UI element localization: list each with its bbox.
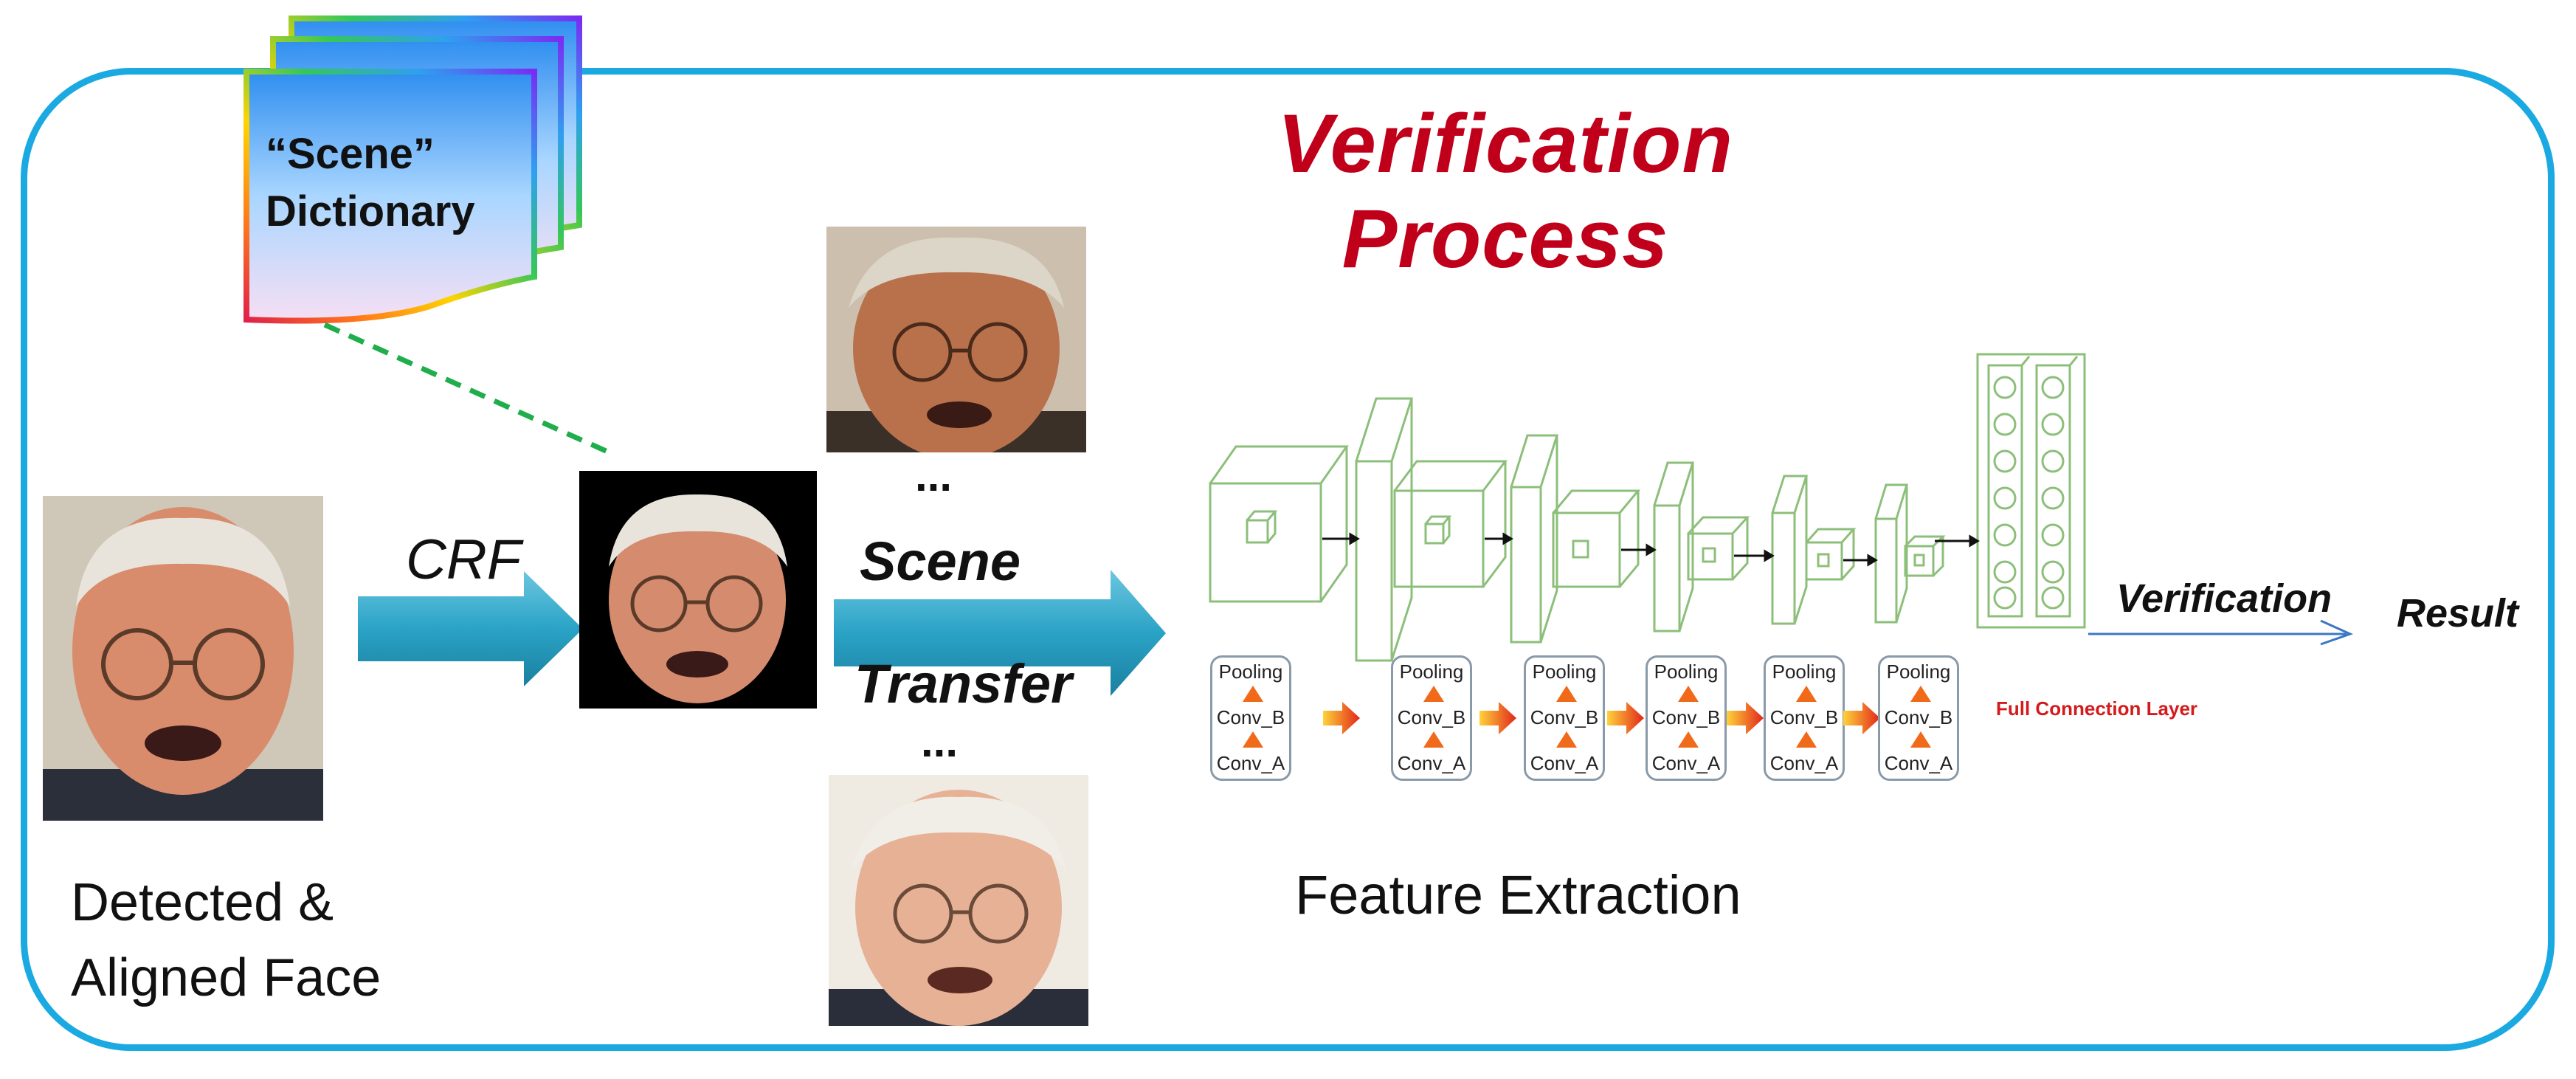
feature-slab-4 xyxy=(1771,475,1809,625)
conv-a-label: Conv_A xyxy=(1397,752,1466,774)
up-arrow-icon xyxy=(1678,731,1699,748)
conv-a-label: Conv_A xyxy=(1216,752,1285,774)
diagram-title: Verification Process xyxy=(1277,97,1733,285)
conv-b-label: Conv_B xyxy=(1651,706,1721,728)
up-arrow-icon xyxy=(1556,686,1577,702)
ellipsis-top: ... xyxy=(915,451,953,500)
detected-face-label-line2: Aligned Face xyxy=(71,948,381,1007)
feature-extraction-label: Feature Extraction xyxy=(1295,864,1741,925)
pooling-label: Pooling xyxy=(1399,661,1464,683)
up-arrow-icon xyxy=(1910,686,1931,702)
feature-slab-5 xyxy=(1874,483,1909,624)
dictionary-link-line xyxy=(323,322,614,457)
feature-slab-3 xyxy=(1653,461,1695,632)
scene-label: Scene xyxy=(860,531,1021,592)
conv-b-label: Conv_B xyxy=(1769,706,1839,728)
detected-face-label-line1: Detected & xyxy=(71,873,334,932)
up-arrow-icon xyxy=(1423,731,1444,748)
up-arrow-icon xyxy=(1678,686,1699,702)
conv-b-label: Conv_B xyxy=(1530,706,1599,728)
up-arrow-icon xyxy=(1243,686,1263,702)
feature-map-cube-6 xyxy=(1904,535,1946,577)
full-connection-label: Full Connection Layer xyxy=(1996,697,2198,720)
result-label: Result xyxy=(2397,591,2519,635)
dictionary-label-line1: “Scene” xyxy=(266,130,435,178)
conv-b-label: Conv_B xyxy=(1397,706,1466,728)
block-arrow-icon xyxy=(1843,702,1880,734)
transfer-label: Transfer xyxy=(854,653,1072,714)
scene-dictionary-icon xyxy=(244,15,582,324)
feature-map-cube-5 xyxy=(1805,528,1857,581)
dictionary-label: “Scene” Dictionary xyxy=(266,125,546,241)
verification-arrow xyxy=(2088,619,2354,646)
block-arrow-icon xyxy=(1479,702,1516,734)
pooling-label: Pooling xyxy=(1654,661,1719,683)
ellipsis-bottom: ... xyxy=(921,717,959,766)
feature-slab-1 xyxy=(1355,397,1414,662)
detected-face-photo xyxy=(43,496,323,821)
block-arrow-icon xyxy=(1727,702,1764,734)
up-arrow-icon xyxy=(1423,686,1444,702)
pooling-label: Pooling xyxy=(1532,661,1597,683)
segmented-face-photo xyxy=(579,471,817,709)
scene-face-bottom xyxy=(829,775,1088,1026)
conv-a-label: Conv_A xyxy=(1651,752,1721,774)
crf-label: CRF xyxy=(406,528,522,591)
feature-map-cube-2 xyxy=(1393,460,1508,588)
dictionary-page-front xyxy=(244,69,537,324)
dictionary-label-line2: Dictionary xyxy=(266,187,475,235)
up-arrow-icon xyxy=(1243,731,1263,748)
conv-b-label: Conv_B xyxy=(1884,706,1953,728)
conv-a-label: Conv_A xyxy=(1530,752,1599,774)
scene-transfer-arrow xyxy=(834,570,1166,696)
pooling-label: Pooling xyxy=(1218,661,1283,683)
block-arrow-icon xyxy=(1606,702,1644,734)
feature-map-cube-4 xyxy=(1687,516,1750,581)
feature-map-cube-3 xyxy=(1552,489,1641,588)
up-arrow-icon xyxy=(1910,731,1931,748)
verification-label: Verification xyxy=(2116,576,2332,621)
pooling-label: Pooling xyxy=(1772,661,1837,683)
feature-map-cube-1 xyxy=(1209,445,1349,603)
crf-arrow xyxy=(358,571,583,686)
block-arrow-icon xyxy=(1322,702,1360,734)
full-connection-block xyxy=(1976,353,2086,629)
stage-arrows xyxy=(1322,532,1980,567)
fc-neurons xyxy=(1993,376,2065,610)
up-arrow-icon xyxy=(1556,731,1577,748)
conv-a-label: Conv_A xyxy=(1884,752,1953,774)
cnn-architecture xyxy=(1209,353,2086,662)
feature-slab-2 xyxy=(1510,434,1559,644)
conv-b-label: Conv_B xyxy=(1216,706,1285,728)
conv-a-label: Conv_A xyxy=(1769,752,1839,774)
up-arrow-icon xyxy=(1796,731,1817,748)
pooling-label: Pooling xyxy=(1886,661,1951,683)
detected-face-label: Detected & Aligned Face xyxy=(71,865,381,1016)
outer-frame xyxy=(21,68,2555,1051)
up-arrow-icon xyxy=(1796,686,1817,702)
scene-face-top xyxy=(826,227,1086,452)
